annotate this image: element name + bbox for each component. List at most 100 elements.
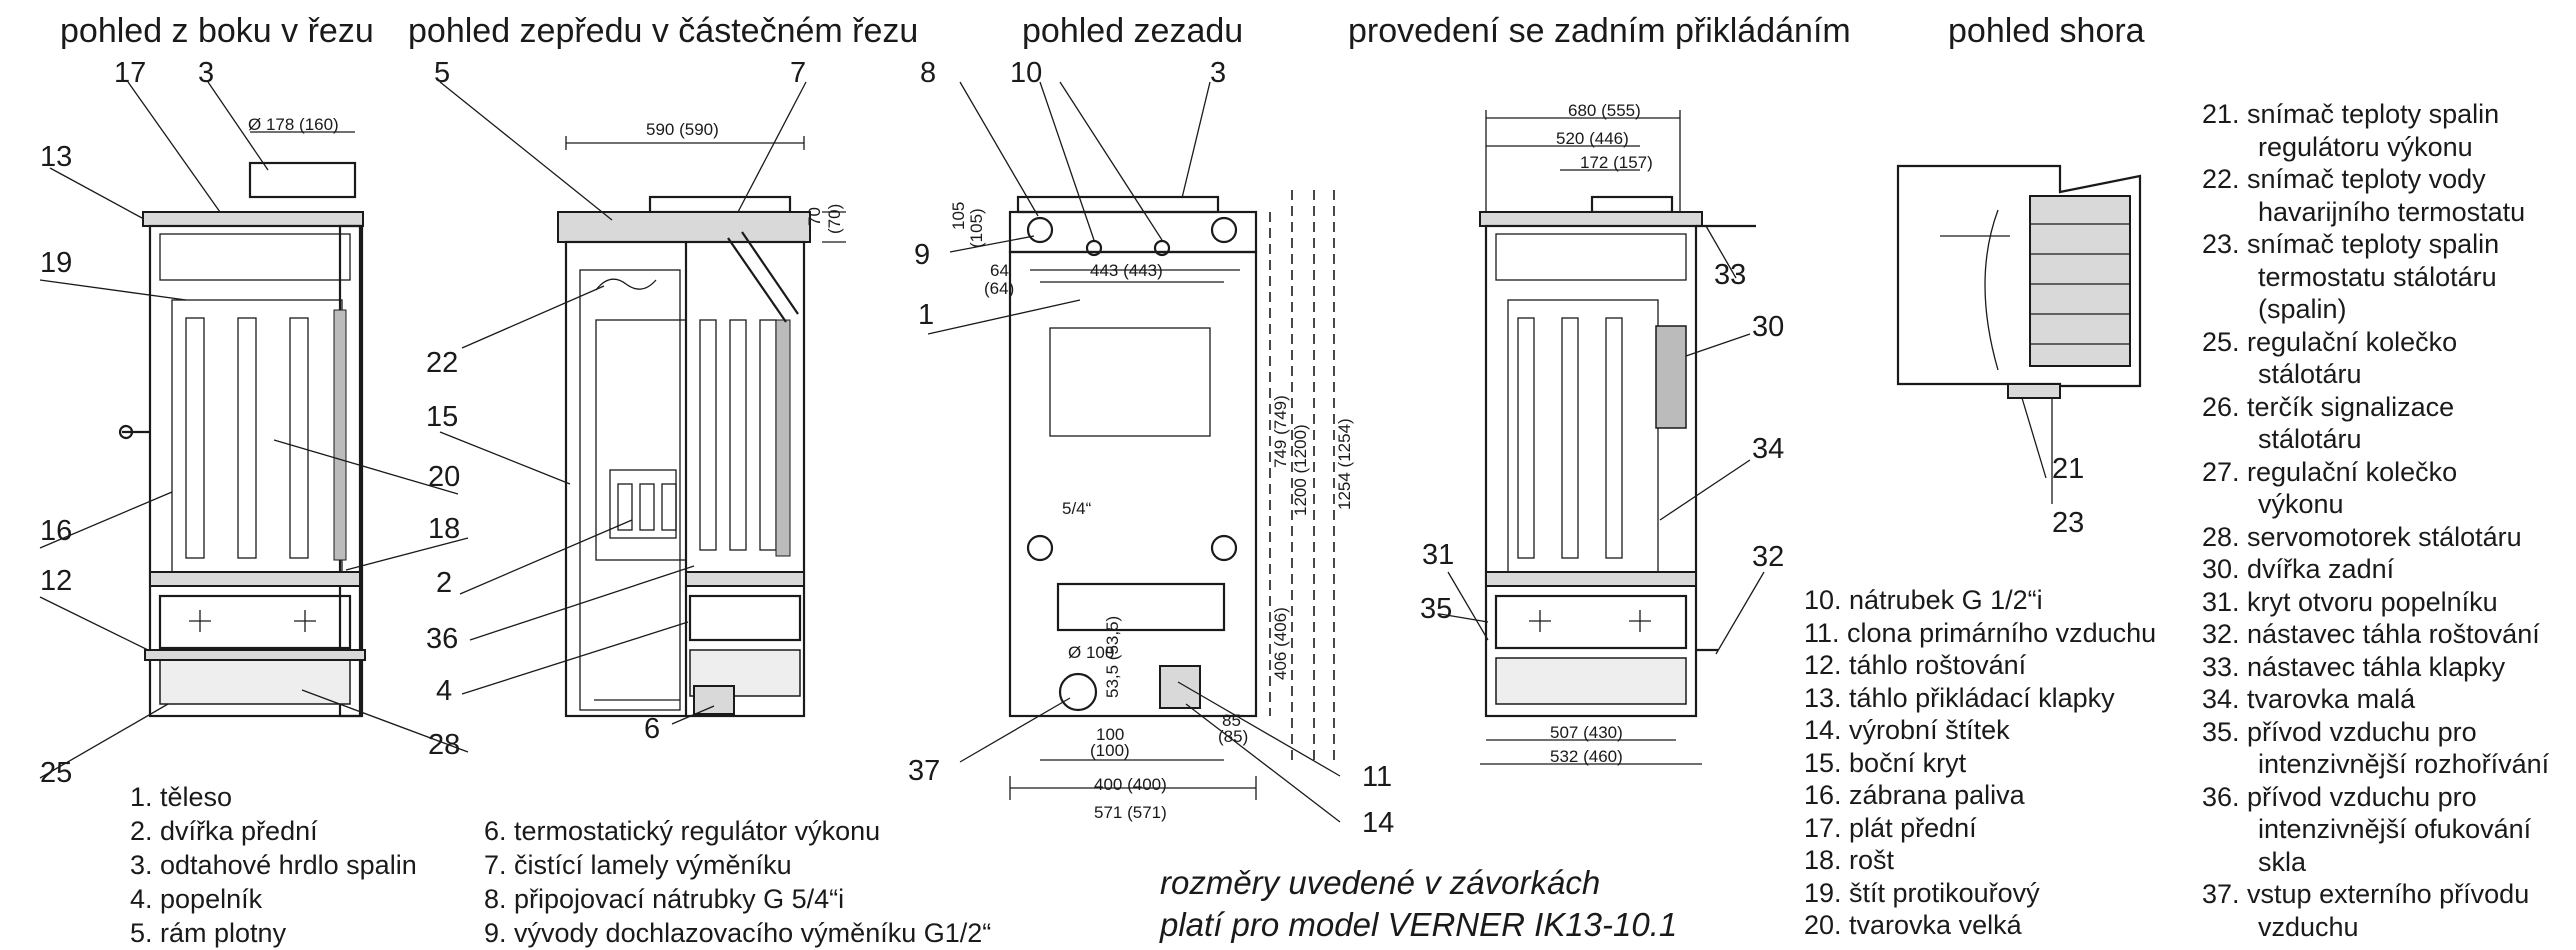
dim-rear-105: 105 xyxy=(949,202,968,230)
legend-item: 19. štít protikouřový xyxy=(1804,877,2040,908)
callout-14: 14 xyxy=(1362,807,1394,839)
dim-rear-64: 64 xyxy=(990,261,1009,280)
dim-front-top-alt: (70) xyxy=(825,204,844,234)
front-view-leaders xyxy=(439,81,846,725)
rear-loading-view-callouts: 33 30 34 31 35 32 xyxy=(1420,259,1784,625)
callout-11: 11 xyxy=(1362,761,1392,793)
callout-3-rear: 3 xyxy=(1210,57,1226,89)
callout-33: 33 xyxy=(1714,259,1746,291)
callout-23: 23 xyxy=(2052,507,2084,539)
callout-9: 9 xyxy=(914,239,930,271)
dim-rear-443: 443 (443) xyxy=(1090,261,1163,280)
callout-31: 31 xyxy=(1422,539,1454,571)
top-view-callouts: 21 23 xyxy=(2052,453,2084,539)
rear-view-drawing xyxy=(1008,195,1258,718)
dim-rear-571: 571 (571) xyxy=(1094,803,1167,822)
rear-view-leaders xyxy=(927,81,1341,823)
dim-rl-532: 532 (460) xyxy=(1550,747,1623,766)
dim-rear-749: 749 (749) xyxy=(1271,395,1290,468)
dim-rear-1254: 1254 (1254) xyxy=(1335,418,1354,510)
callout-16: 16 xyxy=(40,515,72,547)
side-view-callouts: 17 3 13 19 16 12 25 20 18 28 xyxy=(40,57,460,789)
note-line-1: rozměry uvedené v závorkách xyxy=(1160,864,1601,901)
legend-item: 4. popelník xyxy=(130,884,263,914)
legend-item: 7. čistící lamely výměníku xyxy=(484,850,792,880)
legend-item: 13. táhlo přikládací klapky xyxy=(1804,682,2115,713)
dim-front-top: 70 xyxy=(805,207,824,226)
dim-rear-1200: 1200 (1200) xyxy=(1291,424,1310,516)
legend-item: 2. dvířka přední xyxy=(130,816,318,846)
callout-36: 36 xyxy=(426,623,458,655)
legend-item-continuation: vzduchu xyxy=(2258,911,2359,942)
dim-rl-172: 172 (157) xyxy=(1580,153,1653,172)
legend-item: 9. vývody dochlazovacího výměníku G1/2“ xyxy=(484,918,992,948)
rear-view-callouts: 8 10 3 9 1 37 11 14 xyxy=(908,57,1394,839)
callout-21: 21 xyxy=(2052,453,2084,485)
legend-item-continuation: intenzivnější ofukování xyxy=(2258,814,2532,844)
title-rear-view: pohled zezadu xyxy=(1022,12,1243,50)
dim-rear-53: 53,5 (53,5) xyxy=(1103,616,1122,698)
title-rear-loading-view: provedení se zadním přikládáním xyxy=(1348,12,1851,50)
callout-37: 37 xyxy=(908,755,940,787)
callout-32: 32 xyxy=(1752,541,1784,573)
legend-item: 1. těleso xyxy=(130,782,233,812)
note-line-2: platí pro model VERNER IK13-10.1 xyxy=(1160,906,1678,943)
legend-item: 32. nástavec táhla roštování xyxy=(2202,619,2540,649)
legend-item: 15. boční kryt xyxy=(1804,747,1967,778)
legend-item: 34. tvarovka malá xyxy=(2202,684,2416,714)
callout-12: 12 xyxy=(40,565,72,597)
callout-8: 8 xyxy=(920,57,936,89)
dim-rl-520: 520 (446) xyxy=(1556,129,1629,148)
top-view-leaders xyxy=(2021,397,2053,504)
callout-34: 34 xyxy=(1752,433,1784,465)
legend-item: 30. dvířka zadní xyxy=(2202,554,2395,584)
dim-rl-507: 507 (430) xyxy=(1550,723,1623,742)
legend-item-continuation: stálotáru xyxy=(2258,424,2362,454)
dim-rl-680: 680 (555) xyxy=(1568,101,1641,120)
callout-20: 20 xyxy=(428,461,460,493)
dim-rear-85-alt: (85) xyxy=(1218,727,1248,746)
callout-17: 17 xyxy=(114,57,146,89)
dimension-note: rozměry uvedené v závorkách platí pro mo… xyxy=(1160,862,1677,946)
legend-item: 35. přívod vzduchu pro xyxy=(2202,716,2477,747)
legend-item: 17. plát přední xyxy=(1804,812,1977,843)
dim-rear-105-alt: (105) xyxy=(967,208,986,248)
rear-loading-view-drawing xyxy=(1479,195,1756,718)
legend-item: 27. regulační kolečko xyxy=(2202,456,2458,487)
dim-rear-100-alt: (100) xyxy=(1090,741,1130,760)
legend-item: 18. rošt xyxy=(1804,845,1895,875)
dim-rear-406: 406 (406) xyxy=(1271,607,1290,680)
legend-item-continuation: výkonu xyxy=(2258,489,2344,519)
callout-3: 3 xyxy=(198,57,214,89)
legend-item-continuation: termostatu stálotáru xyxy=(2258,261,2497,292)
callout-1: 1 xyxy=(918,299,934,331)
front-view-callouts: 5 7 22 15 2 36 4 6 xyxy=(426,57,806,745)
callout-13: 13 xyxy=(40,141,72,173)
legend-item: 21. snímač teploty spalin xyxy=(2202,99,2500,129)
legend-item: 31. kryt otvoru popelníku xyxy=(2202,586,2498,617)
callout-15: 15 xyxy=(426,401,458,433)
callout-10: 10 xyxy=(1010,57,1042,89)
callout-19: 19 xyxy=(40,247,72,279)
legend-item-continuation: stálotáru xyxy=(2258,359,2362,389)
callout-4: 4 xyxy=(436,675,452,707)
legend-item-continuation: intenzivnější rozhořívání xyxy=(2258,749,2550,779)
rear-view-dims xyxy=(1269,190,1335,760)
callout-28: 28 xyxy=(428,729,460,761)
legend-item: 12. táhlo roštování xyxy=(1804,650,2027,680)
dim-rear-d100: Ø 100 xyxy=(1068,643,1114,662)
legend-item-continuation: regulátoru výkonu xyxy=(2258,131,2473,162)
legend-item: 23. snímač teploty spalin xyxy=(2202,229,2500,259)
legend-item: 33. nástavec táhla klapky xyxy=(2202,651,2506,682)
legend-item: 28. servomotorek stálotáru xyxy=(2202,521,2522,552)
callout-30: 30 xyxy=(1752,311,1784,343)
legend-item: 26. terčík signalizace xyxy=(2202,391,2455,422)
callout-6: 6 xyxy=(644,713,660,745)
dim-rear-64-alt: (64) xyxy=(984,279,1014,298)
dim-front-width: 590 (590) xyxy=(646,120,719,139)
callout-5: 5 xyxy=(434,57,450,89)
